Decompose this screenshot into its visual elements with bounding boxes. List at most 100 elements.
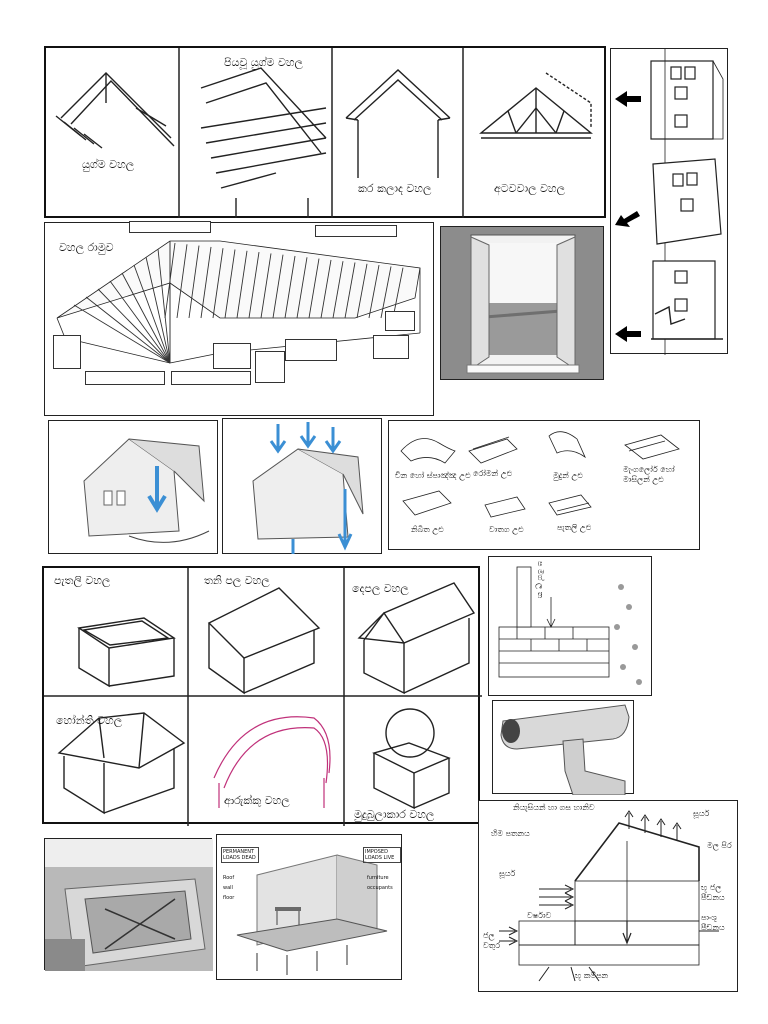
rafter-line — [332, 261, 344, 319]
house-forces-drawing — [499, 810, 719, 982]
house-forces-panel: නියැසියන් හා ගස හානිව හිම පතනය සූර්ය සූර… — [478, 800, 738, 992]
rafter-line — [248, 252, 260, 319]
wall-section-panel: ප මග් ල ත — [488, 556, 652, 696]
rafter-line — [212, 248, 224, 319]
gutter-panel — [492, 700, 634, 795]
arrow-left-icon — [615, 211, 640, 227]
label-box — [315, 225, 397, 237]
house-movement-drawing — [615, 49, 724, 355]
rafter-line — [260, 253, 272, 319]
roof-structure-drawing — [56, 240, 421, 364]
label-box — [213, 343, 251, 369]
rafter-line — [284, 255, 296, 319]
label-box — [285, 339, 337, 361]
mono-pitch-roof-label: තනි පල වහල — [204, 574, 270, 587]
dampness-label: වර්ෂාව — [527, 911, 552, 920]
roof-tiles-panel: චීන හෝ ස්පාඤ්ඤ උළු රෝමන් උළු මුදුන් උළු … — [388, 420, 700, 550]
couple-roof-drawing — [55, 72, 175, 149]
window-photo — [440, 226, 604, 380]
loads-diagram: PERMANENT LOADS DEAD IMPOSED LOADS LIVE … — [216, 834, 402, 980]
hipped-roof-drawing — [57, 712, 186, 815]
label-box — [85, 371, 165, 385]
rafter-line — [344, 262, 356, 319]
dome-roof-drawing — [372, 708, 451, 810]
flat-tile-label: පැතලි උළු — [557, 523, 592, 532]
roof-structure-title: වහල රාමුව — [59, 241, 114, 254]
earthquake-label: භූ කම්පන — [575, 971, 608, 980]
hip-rafter-line — [97, 288, 171, 364]
mangalore-tile-label: මැංගලෝර් හෝ මාසිලන් උළු — [623, 465, 675, 484]
rafter-line — [380, 266, 392, 319]
roof-frames-drawing — [55, 48, 593, 218]
valley-tile-label: වාතග උළු — [489, 525, 524, 534]
rafter-line — [236, 250, 248, 319]
house-load-panel — [222, 418, 382, 554]
flat-roof-label: පැතලි වහල — [54, 574, 111, 587]
rafter-line — [200, 246, 212, 319]
rafter-line — [356, 263, 368, 319]
rafter-line — [188, 245, 200, 319]
roof-load-label: Roof — [223, 875, 235, 881]
hip-rafter-line — [109, 280, 171, 364]
roman-tile-label: රෝමන් උළු — [473, 469, 513, 478]
moisture-label: මල පිර — [707, 841, 732, 850]
label-box — [171, 371, 251, 385]
rafter-line — [368, 265, 380, 319]
arrow-left-icon — [615, 91, 641, 107]
water-label: ජල වතුර — [483, 931, 501, 950]
purlin-couple-roof-label: පියවූ යුග්ම වහල — [224, 56, 303, 69]
dome-roof-label: මුදුබුලාකාර වහල — [354, 808, 435, 821]
roof-types-drawing — [44, 568, 482, 826]
purlin-couple-roof-drawing — [200, 67, 327, 218]
soil-pressure-label: පාංශු පීඩනය — [701, 913, 725, 932]
ground-water-label: භූ ජල පීඩනය — [701, 883, 725, 902]
collar-roof-drawing — [345, 69, 451, 178]
label-box — [385, 311, 415, 331]
floor-load-label: floor — [223, 895, 235, 901]
gable-roof-label: දෙපල වහල — [352, 582, 409, 595]
snow-label: හිම පතනය — [491, 829, 530, 838]
label-box — [129, 221, 211, 233]
collar-roof-label: කර කලාද වහල — [358, 182, 432, 195]
ridge-tile-label: මුදුන් උළු — [553, 471, 583, 480]
cracked-house-drawing — [651, 260, 723, 340]
nibbed-tile-label: නිබිත උළු — [411, 525, 444, 534]
top-force-label: නියැසියන් හා ගස හානිව — [513, 803, 595, 812]
upright-house-drawing — [650, 49, 724, 355]
rafter-line — [392, 267, 404, 319]
wall-section-label: ප මග් ල ත — [536, 561, 545, 599]
hip-rafter-line — [121, 272, 171, 364]
arrow-left-icon — [615, 326, 641, 342]
house-heat-panel — [48, 420, 218, 554]
hip-rafter-line — [157, 248, 171, 364]
imposed-loads-label: IMPOSED LOADS LIVE — [363, 847, 401, 863]
label-box — [255, 351, 285, 383]
arched-roof-drawing — [213, 716, 331, 808]
hip-rafter-line — [85, 296, 171, 364]
arched-roof-label: ආරුක්කු වහල — [224, 794, 290, 807]
wall-load-label: wall — [223, 885, 233, 891]
sun-left-label: සූර්ය — [499, 869, 516, 878]
roof-frames-panel: යුග්ම වහල පියවූ යුග්ම වහල කර කලාද වහල අට… — [44, 46, 606, 218]
rafter-line — [296, 257, 308, 319]
house-movement-panel — [610, 48, 728, 355]
gable-roof-drawing — [357, 582, 476, 695]
occupants-load-label: occupants — [367, 885, 393, 891]
tilted-house-drawing — [652, 158, 722, 245]
chinese-tile-label: චීන හෝ ස්පාඤ්ඤ උළු — [395, 471, 471, 480]
couple-roof-label: යුග්ම වහල — [82, 158, 135, 171]
furniture-load-label: furniture — [367, 875, 389, 881]
hip-rafter-line — [133, 264, 171, 364]
hipped-roof-label: හෝන්ති වහල — [56, 714, 123, 727]
truss-roof-label: අටවවාල වහල — [494, 182, 565, 195]
hip-rafter-line — [73, 304, 171, 364]
roof-structure-panel: වහල රාමුව — [44, 221, 434, 416]
sun-top-label: සූර්ය — [693, 809, 710, 818]
mono-pitch-roof-drawing — [207, 587, 321, 695]
label-box — [53, 335, 81, 369]
permanent-loads-label: PERMANENT LOADS DEAD — [221, 847, 259, 863]
flat-roof-drawing — [77, 617, 176, 688]
rafter-line — [272, 254, 284, 319]
label-box — [373, 335, 409, 359]
foundation-photo — [44, 838, 213, 971]
